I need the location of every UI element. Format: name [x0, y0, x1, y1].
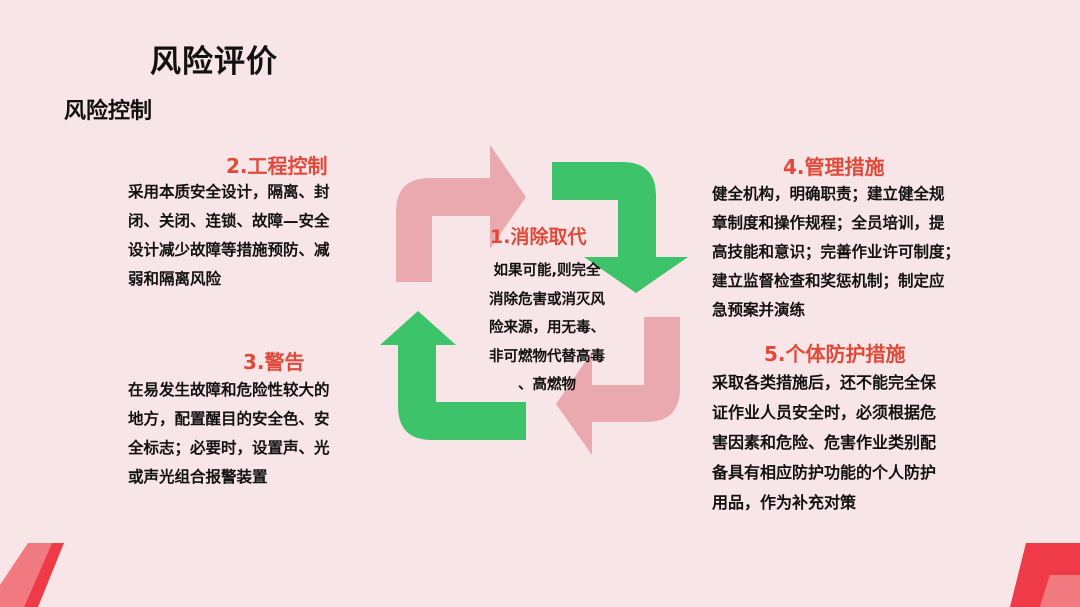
engineering-line: 采用本质安全设计，隔离、封	[128, 183, 330, 201]
warning-description: 在易发生故障和危险性较大的 地方，配置醒目的安全色、安 全标志；必要时，设置声、…	[128, 376, 378, 492]
center-description: 如果可能,则完全 消除危害或消灭风 险来源，用无毒、 非可燃物代替高毒 、高燃物	[462, 257, 632, 400]
center-heading: 1.消除取代	[490, 226, 587, 248]
center-line: 、高燃物	[518, 377, 576, 393]
management-line: 急预案并演练	[712, 301, 806, 319]
management-line: 健全机构，明确职责；建立健全规	[712, 185, 945, 203]
arrow-bottom-right	[556, 317, 680, 455]
corner-decoration-right	[1010, 543, 1080, 607]
ppe-description: 采取各类措施后，还不能完全保 证作业人员安全时，必须根据危 害因素和危险、危害作…	[712, 368, 1002, 518]
center-line: 险来源，用无毒、	[489, 320, 605, 336]
engineering-line: 弱和隔离风险	[128, 270, 222, 288]
arrow-bottom-left	[380, 311, 526, 440]
center-line: 消除危害或消灭风	[489, 291, 605, 308]
engineering-description: 采用本质安全设计，隔离、封 闭、关闭、连锁、故障—安全 设计减少故障等措施预防、…	[128, 178, 378, 294]
arrow-top-left	[396, 145, 526, 282]
management-line: 建立监督检查和奖惩机制；制定应	[712, 272, 945, 290]
page-title: 风险评价	[150, 44, 278, 80]
warning-line: 或声光组合报警装置	[128, 468, 268, 486]
ppe-line: 证作业人员安全时，必须根据危	[712, 403, 937, 422]
page-subtitle: 风险控制	[64, 99, 153, 124]
management-heading: 4.管理措施	[783, 155, 885, 179]
ppe-line: 备具有相应防护功能的个人防护	[712, 463, 937, 482]
ppe-heading: 5.个体防护措施	[764, 342, 906, 366]
warning-line: 全标志；必要时，设置声、光	[128, 439, 330, 457]
center-line: 如果可能,则完全	[493, 263, 601, 279]
engineering-line: 设计减少故障等措施预防、减	[128, 241, 330, 259]
warning-heading: 3.警告	[243, 350, 305, 374]
arrow-top-right	[552, 162, 688, 293]
ppe-line: 用品，作为补充对策	[712, 493, 857, 512]
corner-decoration-left	[0, 543, 64, 607]
center-line: 非可燃物代替高毒	[489, 348, 605, 365]
management-description: 健全机构，明确职责；建立健全规 章制度和操作规程；全员培训，提 高技能和意识；完…	[712, 180, 1002, 325]
ppe-line: 采取各类措施后，还不能完全保	[712, 373, 937, 392]
management-line: 高技能和意识；完善作业许可制度；	[712, 243, 961, 261]
engineering-line: 闭、关闭、连锁、故障—安全	[128, 212, 330, 230]
warning-line: 在易发生故障和危险性较大的	[128, 381, 330, 399]
warning-line: 地方，配置醒目的安全色、安	[128, 410, 330, 428]
engineering-heading: 2.工程控制	[226, 154, 328, 178]
ppe-line: 害因素和危险、危害作业类别配	[712, 433, 937, 452]
management-line: 章制度和操作规程；全员培训，提	[712, 214, 945, 232]
